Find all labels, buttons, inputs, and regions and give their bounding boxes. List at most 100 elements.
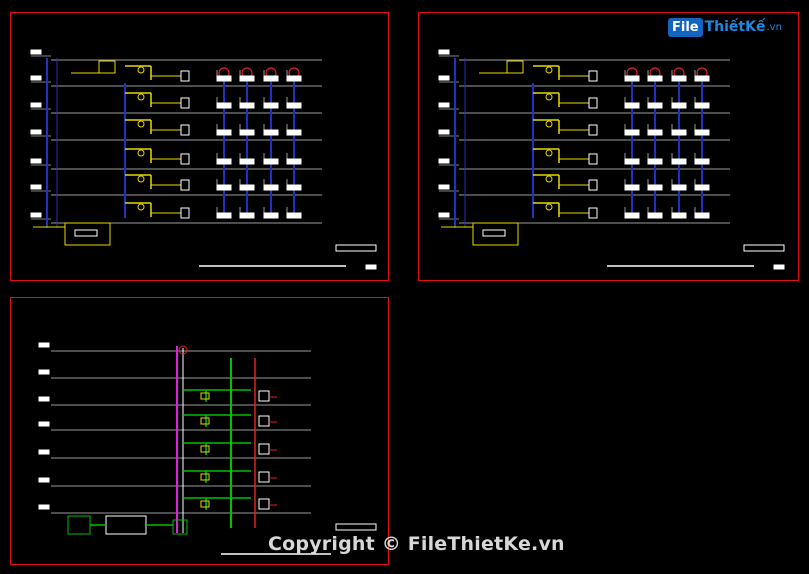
fixture xyxy=(200,473,210,481)
meter-box xyxy=(588,124,598,136)
meter-box xyxy=(588,207,598,219)
level-tag xyxy=(30,158,42,164)
unit-box xyxy=(647,158,663,165)
copyright-watermark: Copyright © FileThietKe.vn xyxy=(268,533,565,555)
unit-box xyxy=(671,158,687,165)
unit-box xyxy=(671,129,687,136)
scale-box xyxy=(335,523,377,531)
level-tag xyxy=(438,102,450,108)
unit-box xyxy=(239,212,255,219)
level-tag xyxy=(30,102,42,108)
breaker-symbol xyxy=(137,149,145,157)
unit-box xyxy=(263,184,279,191)
scale-box xyxy=(743,244,785,252)
unit-box xyxy=(671,102,687,109)
level-tag xyxy=(38,396,50,402)
unit-box xyxy=(647,129,663,136)
unit-box xyxy=(263,158,279,165)
unit-box xyxy=(216,75,232,82)
level-tag xyxy=(438,49,450,55)
meter-box xyxy=(180,153,190,165)
fixture xyxy=(200,445,210,453)
schematic-1 xyxy=(30,49,377,270)
tank-box xyxy=(67,515,91,535)
unit-box xyxy=(216,102,232,109)
level-tag xyxy=(38,504,50,510)
unit-box xyxy=(216,184,232,191)
logo-brand-text: ThiếtKế xyxy=(704,19,766,35)
unit-box xyxy=(624,129,640,136)
breaker-symbol xyxy=(545,175,553,183)
unit-box xyxy=(286,75,302,82)
unit-box xyxy=(216,129,232,136)
unit-box xyxy=(239,184,255,191)
meter-box xyxy=(180,124,190,136)
breaker-symbol xyxy=(137,203,145,211)
unit-box xyxy=(647,75,663,82)
pump-box xyxy=(105,515,147,535)
fixture xyxy=(200,500,210,508)
unit-box xyxy=(216,212,232,219)
unit-box xyxy=(671,212,687,219)
unit-box xyxy=(647,102,663,109)
unit-box xyxy=(624,158,640,165)
unit-box xyxy=(263,102,279,109)
logo-domain-text: .vn xyxy=(766,21,782,33)
water-heater xyxy=(258,415,270,427)
breaker-symbol xyxy=(137,93,145,101)
meter-box xyxy=(588,70,598,82)
unit-box xyxy=(647,212,663,219)
schematic-2 xyxy=(438,49,785,270)
meter-box xyxy=(180,207,190,219)
breaker-symbol xyxy=(137,120,145,128)
water-heater xyxy=(258,443,270,455)
breaker-symbol xyxy=(137,175,145,183)
unit-box xyxy=(239,158,255,165)
meter-box xyxy=(588,153,598,165)
level-tag xyxy=(38,342,50,348)
level-tag xyxy=(38,369,50,375)
level-tag xyxy=(438,75,450,81)
sheet-number xyxy=(365,264,377,270)
unit-box xyxy=(671,75,687,82)
meter-box xyxy=(180,97,190,109)
drawing-sheet-3 xyxy=(10,297,389,565)
main-panel-box xyxy=(64,222,111,246)
breaker-symbol xyxy=(545,203,553,211)
breaker-symbol xyxy=(545,93,553,101)
meter-box xyxy=(180,70,190,82)
main-panel-label xyxy=(74,229,98,237)
unit-box xyxy=(239,75,255,82)
fixture xyxy=(200,417,210,425)
meter-box xyxy=(588,179,598,191)
level-tag xyxy=(38,477,50,483)
level-tag xyxy=(38,421,50,427)
unit-box xyxy=(263,212,279,219)
unit-box xyxy=(647,184,663,191)
level-tag xyxy=(438,129,450,135)
main-panel-box xyxy=(472,222,519,246)
unit-box xyxy=(286,102,302,109)
unit-box xyxy=(694,158,710,165)
level-tag xyxy=(30,75,42,81)
unit-box xyxy=(263,75,279,82)
breaker-symbol xyxy=(545,149,553,157)
level-tag xyxy=(30,184,42,190)
top-panel xyxy=(506,60,524,74)
unit-box xyxy=(694,75,710,82)
unit-box xyxy=(216,158,232,165)
level-tag xyxy=(30,49,42,55)
riser-header-circle xyxy=(178,345,188,355)
breaker-symbol xyxy=(545,120,553,128)
drawing-sheet-1 xyxy=(10,12,389,281)
main-panel-label xyxy=(482,229,506,237)
unit-box xyxy=(239,129,255,136)
meter-box xyxy=(180,179,190,191)
unit-box xyxy=(286,158,302,165)
unit-box xyxy=(694,184,710,191)
unit-box xyxy=(286,129,302,136)
logo-box-text: File xyxy=(668,17,703,37)
level-tag xyxy=(30,129,42,135)
level-tag xyxy=(438,212,450,218)
water-heater xyxy=(258,390,270,402)
